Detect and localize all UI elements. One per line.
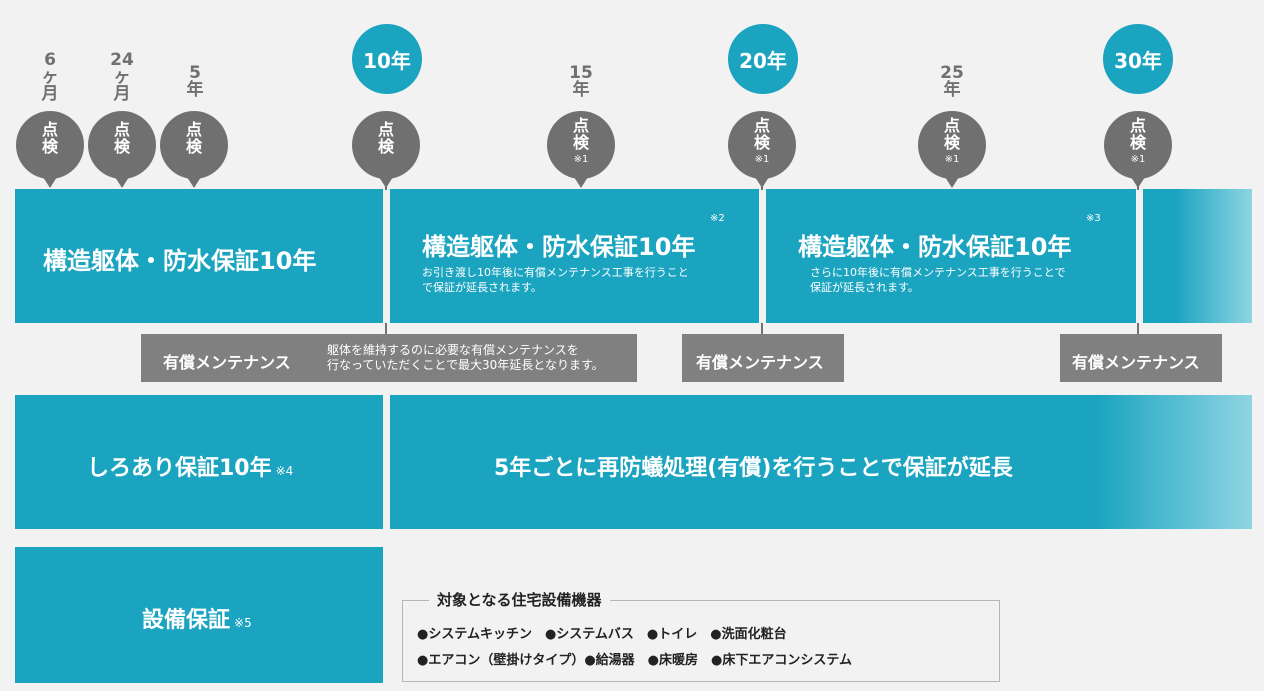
band-title: 設備保証※5	[142, 602, 252, 634]
termite-warranty-band: しろあり保証10年※4	[15, 395, 383, 529]
band-title: 構造躯体・防水保証10年	[798, 233, 1072, 261]
inspection-pin-20-years: 点 検 ※1	[728, 111, 796, 179]
band-title: 構造躯体・防水保証10年	[43, 247, 317, 275]
inspection-note: ※1	[944, 154, 960, 165]
band-note: ※3	[1086, 213, 1101, 224]
year-circle-30: 30年	[1103, 24, 1173, 94]
maintenance-connector	[385, 323, 387, 335]
inspection-pin-6-months: 点 検	[16, 111, 84, 179]
year-label-24-months: 24 ヶ 月	[110, 50, 134, 104]
inspection-label: 点 検	[41, 120, 58, 156]
inspection-pin-25-years: 点 検 ※1	[918, 111, 986, 179]
inspection-label: 点 検	[753, 116, 770, 152]
inspection-label: 点 検	[943, 116, 960, 152]
termite-note: ※4	[275, 464, 294, 478]
maintenance-label: 有償メンテナンス	[1072, 353, 1200, 372]
equipment-warranty-band: 設備保証※5	[15, 547, 383, 683]
inspection-label: 点 検	[572, 116, 589, 152]
timeline-tick	[1137, 180, 1139, 190]
structure-warranty-band-fade	[1143, 189, 1252, 323]
inspection-pin-15-years: 点 検 ※1	[547, 111, 615, 179]
termite-extension-band: 5年ごとに再防蟻処理(有償)を行うことで保証が延長	[390, 395, 1252, 529]
equipment-title: 設備保証	[142, 608, 231, 633]
inspection-pin-10-years: 点 検	[352, 111, 420, 179]
year-label-6-months: 6 ヶ 月	[41, 50, 59, 104]
inspection-label: 点 検	[377, 120, 394, 156]
equipment-list-box: 対象となる住宅設備機器 ●システムキッチン ●システムバス ●トイレ ●洗面化粧…	[402, 589, 1000, 682]
maintenance-connector	[1137, 323, 1139, 335]
band-title: しろあり保証10年※4	[87, 450, 293, 482]
structure-warranty-band-1: 構造躯体・防水保証10年	[15, 189, 383, 323]
band-title: 構造躯体・防水保証10年	[422, 233, 696, 261]
maintenance-label: 有償メンテナンス	[163, 353, 291, 372]
inspection-label: 点 検	[185, 120, 202, 156]
band-note: ※2	[710, 213, 725, 224]
equipment-list-row-1: ●システムキッチン ●システムバス ●トイレ ●洗面化粧台	[417, 627, 787, 642]
timeline-tick	[385, 180, 387, 190]
maintenance-label: 有償メンテナンス	[696, 353, 824, 372]
band-description: さらに10年後に有償メンテナンス工事を行うことで 保証が延長されます。	[810, 266, 1066, 294]
maintenance-bar-30-years: 有償メンテナンス	[1060, 334, 1222, 382]
year-label-5-years: 5 年	[186, 63, 204, 100]
equipment-note: ※5	[234, 616, 252, 630]
band-description: お引き渡し10年後に有償メンテナンス工事を行うこと で保証が延長されます。	[422, 266, 689, 294]
maintenance-connector	[761, 323, 763, 335]
maintenance-bar-10-years: 有償メンテナンス 躯体を維持するのに必要な有償メンテナンスを 行なっていただくこ…	[141, 334, 637, 382]
equipment-box-title: 対象となる住宅設備機器	[429, 589, 610, 610]
inspection-note: ※1	[573, 154, 589, 165]
inspection-note: ※1	[1130, 154, 1146, 165]
year-label-25-years: 25 年	[940, 63, 964, 100]
timeline-tick	[761, 180, 763, 190]
inspection-note: ※1	[754, 154, 770, 165]
maintenance-bar-20-years: 有償メンテナンス	[682, 334, 844, 382]
termite-extension-text: 5年ごとに再防蟻処理(有償)を行うことで保証が延長	[494, 456, 1013, 481]
termite-title: しろあり保証10年	[87, 456, 272, 481]
inspection-label: 点 検	[1129, 116, 1146, 152]
equipment-list-row-2: ●エアコン（壁掛けタイプ）●給湯器 ●床暖房 ●床下エアコンシステム	[417, 653, 852, 668]
year-circle-10: 10年	[352, 24, 422, 94]
inspection-label: 点 検	[113, 120, 130, 156]
structure-warranty-band-2: ※2 構造躯体・防水保証10年 お引き渡し10年後に有償メンテナンス工事を行うこ…	[390, 189, 759, 323]
inspection-pin-24-months: 点 検	[88, 111, 156, 179]
structure-warranty-band-3: ※3 構造躯体・防水保証10年 さらに10年後に有償メンテナンス工事を行うことで…	[766, 189, 1136, 323]
year-circle-20: 20年	[728, 24, 798, 94]
inspection-pin-5-years: 点 検	[160, 111, 228, 179]
year-label-15-years: 15 年	[569, 63, 593, 100]
maintenance-description: 躯体を維持するのに必要な有償メンテナンスを 行なっていただくことで最大30年延長…	[327, 343, 604, 372]
inspection-pin-30-years: 点 検 ※1	[1104, 111, 1172, 179]
